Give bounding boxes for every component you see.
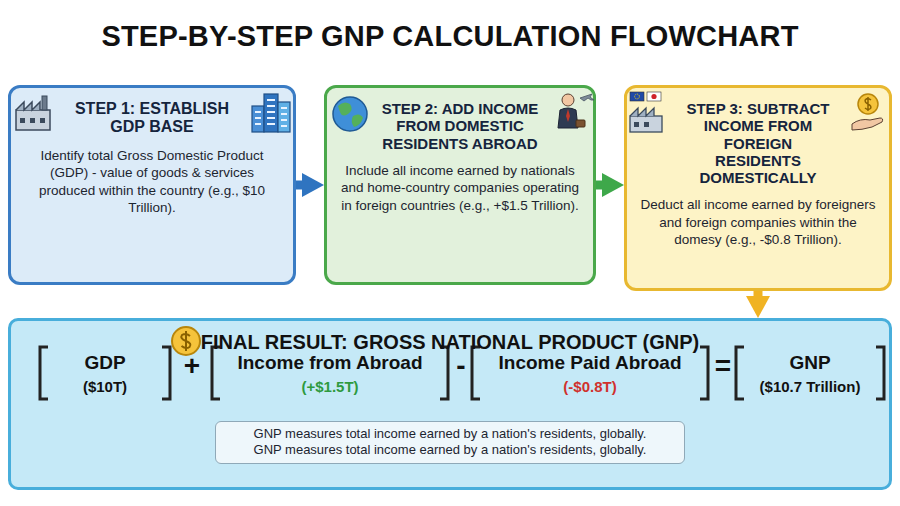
result-panel: FINAL RESULT: GROSS NATIONAL PRODUCT (GN…: [8, 318, 892, 490]
foreign-factory-icon-part: [647, 92, 661, 101]
factory-icon-part: [16, 110, 50, 130]
arrowhead-guide: [758, 291, 759, 318]
arrowhead-guide: [296, 185, 324, 186]
factory-icon-part: [42, 96, 47, 110]
step-description: Include all income earned by nationals a…: [339, 162, 581, 215]
dollar-coin-icon: [172, 327, 200, 355]
process-box: STEP 2: ADD INCOME FROM DOMESTIC RESIDEN…: [324, 85, 596, 285]
businessman-icon-part: [580, 94, 594, 101]
globe-icon-part: [338, 102, 352, 115]
coin-hand-icon-part: [858, 94, 878, 114]
arrowhead-guide: [596, 185, 624, 186]
foreign-factory-icon-part: [635, 94, 640, 99]
process-box: STEP 3: SUBTRACT INCOME FROM FOREIGN RES…: [624, 85, 892, 291]
globe-icon: [333, 97, 367, 131]
flow-arrow: [754, 291, 763, 306]
formula-operator: +: [180, 350, 204, 382]
factory-icon-part: [20, 118, 25, 123]
businessman-icon: [558, 94, 594, 128]
dollar-coin-icon-part: [172, 327, 200, 355]
foreign-factory-icon-part: [630, 108, 654, 116]
coin-hand-icon-part: [852, 118, 883, 130]
foreign-factory-icon: [630, 92, 662, 132]
formula-operator: =: [711, 350, 735, 382]
step-heading: STEP 2: ADD INCOME FROM DOMESTIC RESIDEN…: [339, 100, 581, 152]
businessman-icon-part: [576, 120, 585, 127]
formula-operator: -: [449, 350, 473, 382]
coin-hand-icon-part: [865, 97, 871, 111]
formula-bracket-part: [212, 347, 448, 399]
businessman-icon-part: [558, 108, 578, 128]
result-heading: FINAL RESULT: GROSS NATIONAL PRODUCT (GN…: [21, 331, 879, 354]
note-text: GNP measures total income earned by a na…: [226, 442, 674, 458]
note-text: GNP measures total income earned by a na…: [226, 426, 674, 442]
factory-icon-part: [16, 102, 40, 110]
formula-bracket-part: [736, 347, 884, 399]
formula-term: GDP: [52, 352, 158, 374]
businessman-icon-part: [562, 94, 574, 106]
foreign-factory-icon-part: [630, 116, 662, 132]
formula-term: GNP: [748, 352, 872, 374]
factory-icon: [16, 96, 50, 130]
formula-bracket-part: [472, 347, 708, 399]
diagram-title: STEP-BY-STEP GNP CALCULATION FLOWCHART: [5, 20, 895, 53]
foreign-factory-icon-part: [644, 122, 649, 127]
formula-value: ($10.7 Trillion): [748, 378, 872, 395]
note-box: GNP measures total income earned by a na…: [215, 421, 685, 464]
globe-icon-part: [352, 114, 363, 127]
foreign-factory-icon-part: [634, 122, 639, 127]
step-description: Deduct all income earned by foreigners a…: [639, 196, 877, 249]
globe-icon-part: [333, 97, 367, 131]
formula-value: ($10T): [52, 378, 158, 395]
city-icon-part: [252, 106, 264, 132]
formula-term: Income Paid Abroad: [484, 352, 696, 374]
city-icon: [252, 94, 290, 132]
businessman-icon-part: [566, 109, 570, 122]
formula-value: (-$0.8T): [484, 378, 696, 395]
city-icon-part: [278, 102, 290, 132]
foreign-factory-icon-part: [651, 94, 656, 99]
city-icon-part: [255, 100, 287, 126]
formula-term: Income from Abroad: [224, 352, 436, 374]
coin-hand-icon: [852, 94, 883, 130]
foreign-factory-icon-part: [630, 92, 644, 101]
factory-icon-part: [30, 118, 35, 123]
step-description: Identify total Gross Domestic Product (G…: [23, 147, 281, 217]
step-heading: STEP 3: SUBTRACT INCOME FROM FOREIGN RES…: [639, 100, 877, 186]
flow-arrow: [296, 181, 312, 190]
formula-bracket-part: [40, 347, 170, 399]
factory-icon-part: [40, 118, 45, 123]
formula-value: (+$1.5T): [224, 378, 436, 395]
flow-arrow: [596, 181, 612, 190]
process-box: STEP 1: ESTABLISH GDP BASE Identify total…: [8, 85, 296, 285]
city-icon-part: [264, 94, 278, 132]
formula-bracket: [40, 347, 884, 399]
step-heading: STEP 1: ESTABLISH GDP BASE: [23, 100, 281, 137]
dollar-coin-icon-part: [181, 331, 190, 351]
